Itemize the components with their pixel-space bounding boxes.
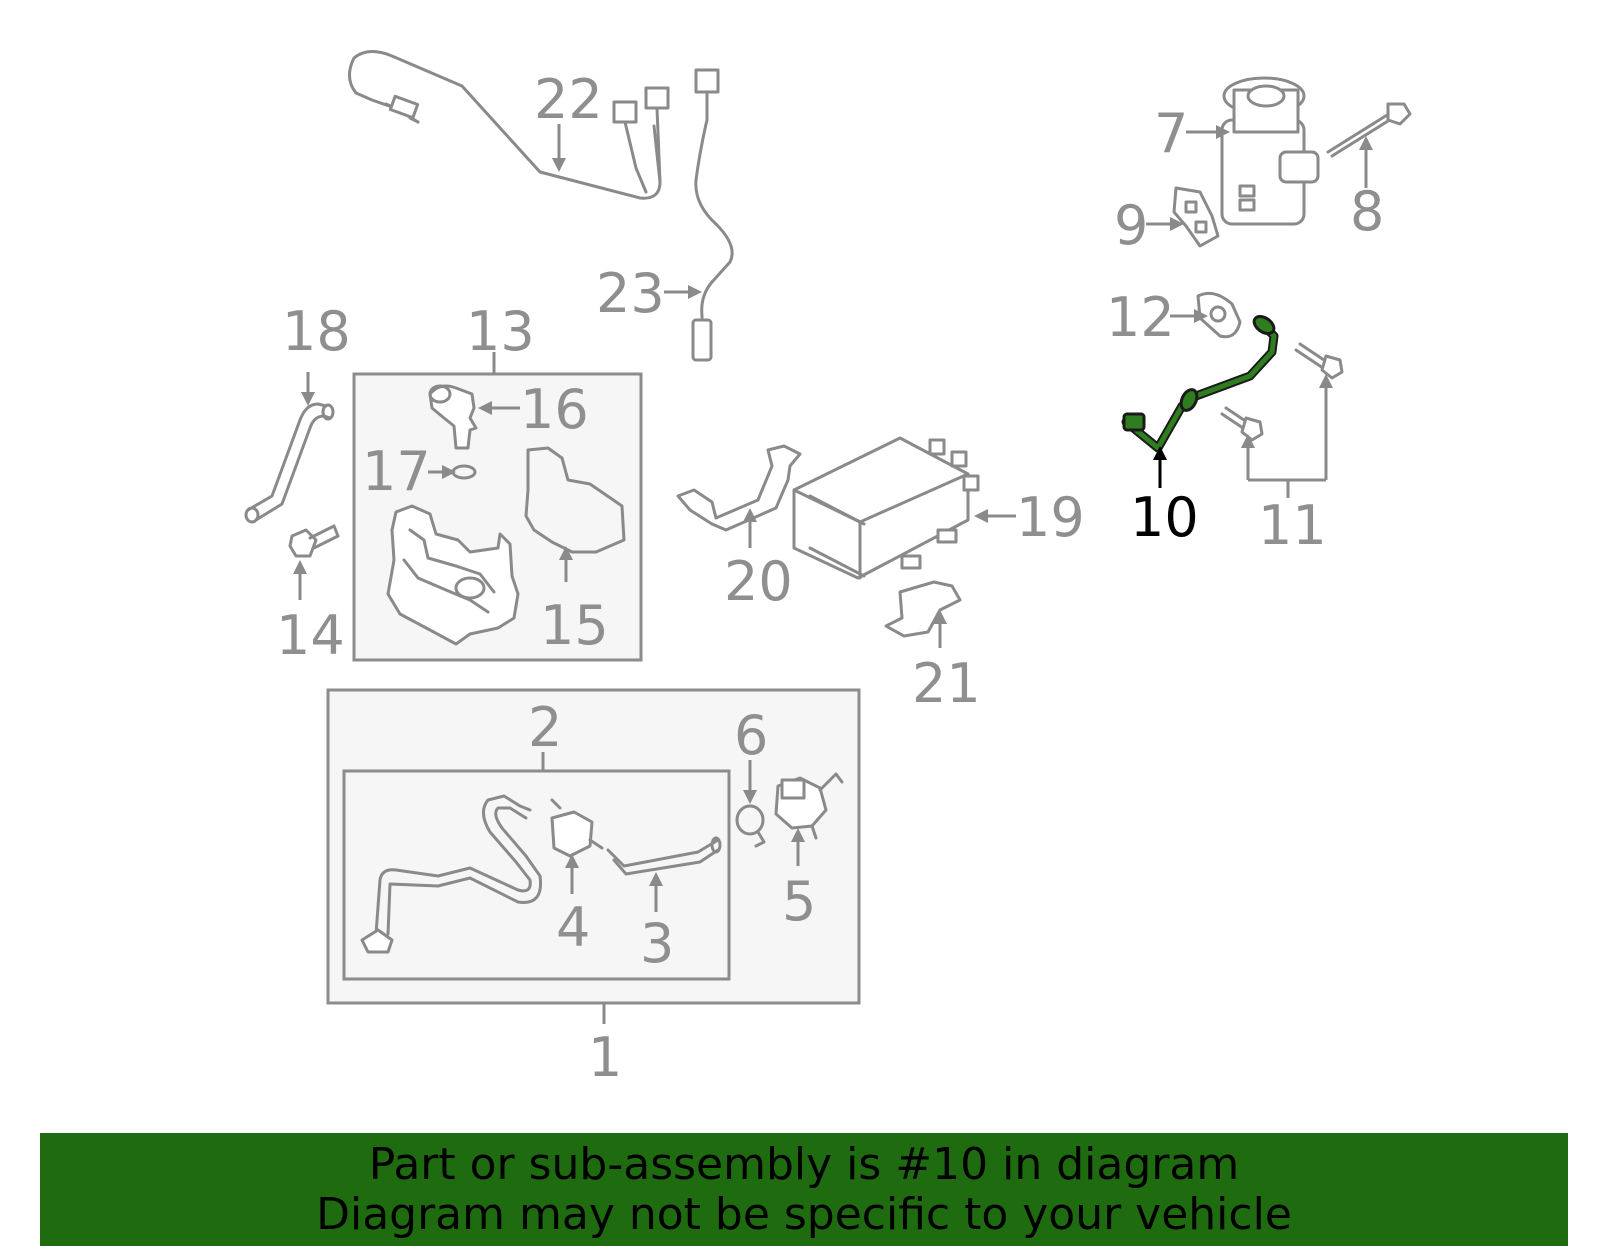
part-20-bracket bbox=[676, 444, 802, 532]
part-18-hose bbox=[244, 402, 335, 524]
part-7-egr-valve bbox=[1220, 76, 1320, 226]
part-16-connector bbox=[428, 384, 478, 450]
callout-11: 11 bbox=[1258, 494, 1327, 557]
part-15-shield bbox=[524, 446, 626, 554]
part-2-tube bbox=[360, 794, 543, 954]
callout-22: 22 bbox=[534, 68, 603, 131]
part-22-sensor-harness bbox=[348, 50, 670, 200]
callout-16: 16 bbox=[520, 378, 589, 441]
callout-10: 10 bbox=[1130, 486, 1199, 549]
callout-8: 8 bbox=[1350, 180, 1384, 243]
part-11-bolts bbox=[1220, 342, 1344, 442]
callout-13: 13 bbox=[466, 300, 535, 363]
part-14-bolt bbox=[288, 524, 340, 558]
callout-9: 9 bbox=[1114, 194, 1148, 257]
callout-4: 4 bbox=[556, 896, 590, 959]
callout-20: 20 bbox=[724, 550, 793, 613]
callout-19: 19 bbox=[1016, 486, 1085, 549]
part-21-bracket bbox=[884, 580, 962, 638]
callout-6: 6 bbox=[734, 704, 768, 767]
callout-23: 23 bbox=[596, 262, 665, 325]
part-6-clamp bbox=[735, 804, 766, 848]
part-19-canister bbox=[792, 436, 980, 580]
part-3-hose bbox=[606, 836, 722, 876]
callout-2: 2 bbox=[528, 696, 562, 759]
callout-15: 15 bbox=[540, 594, 609, 657]
callout-3: 3 bbox=[640, 912, 674, 975]
banner-line-2: Diagram may not be specific to your vehi… bbox=[316, 1188, 1292, 1240]
part-13-housing bbox=[386, 504, 520, 646]
callout-leaders bbox=[293, 124, 1373, 1024]
callout-18: 18 bbox=[282, 300, 351, 363]
part-23-oxygen-sensor bbox=[691, 68, 734, 362]
notice-banner: Part or sub-assembly is #10 in diagram D… bbox=[40, 1133, 1568, 1246]
part-9-gasket bbox=[1172, 186, 1220, 248]
part-4-valve bbox=[550, 798, 604, 858]
callout-5: 5 bbox=[782, 870, 816, 933]
callout-14: 14 bbox=[276, 604, 345, 667]
callout-12: 12 bbox=[1106, 286, 1175, 349]
callout-17: 17 bbox=[362, 440, 431, 503]
callout-21: 21 bbox=[912, 652, 981, 715]
callout-1: 1 bbox=[588, 1026, 622, 1089]
banner-line-1: Part or sub-assembly is #10 in diagram bbox=[368, 1138, 1240, 1190]
part-12-gasket bbox=[1196, 291, 1242, 339]
part-5-solenoid bbox=[774, 772, 844, 840]
callout-labels: 22 23 7 8 9 12 10 11 18 13 16 17 15 14 2… bbox=[276, 68, 1384, 1089]
callout-7: 7 bbox=[1154, 102, 1188, 165]
part-8-bolt bbox=[1326, 102, 1412, 158]
part-10-egr-tube bbox=[1121, 314, 1279, 453]
group-box-2 bbox=[342, 769, 731, 981]
